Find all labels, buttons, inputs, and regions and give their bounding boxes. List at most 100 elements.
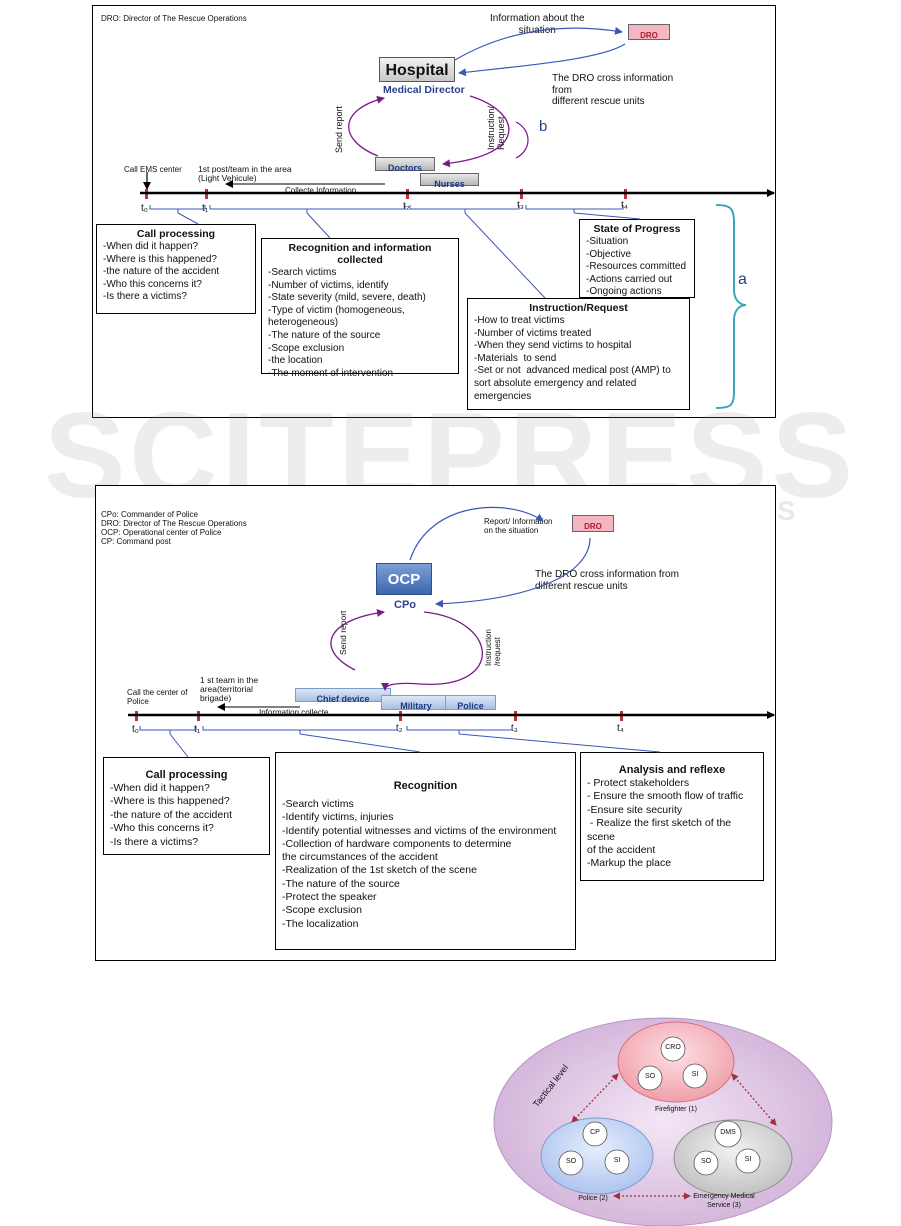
firefighter-circle [617, 1021, 735, 1103]
list-item: -Number of victims, identify [268, 279, 389, 291]
dro-box-1: DRO [628, 24, 670, 40]
call-processing-title-2: Call processing [145, 769, 228, 781]
call-processing-box-1: Call processing -When did it happen? -Wh… [96, 224, 256, 314]
list-item: -Number of victims treated [474, 327, 592, 339]
tick-label-t0-p2: t₀ [132, 724, 139, 735]
list-item: -When did it happen? [103, 241, 199, 252]
node-circle [582, 1121, 608, 1147]
list-item: -Markup the place [587, 857, 672, 870]
hospital-label: Hospital [385, 62, 449, 79]
ems-label: Emergency Medical Service (3) [693, 1193, 755, 1209]
interval-bracket-t1t2 [209, 205, 406, 213]
node-cro: CRO [665, 1044, 681, 1051]
list-item: -the nature of the accident [110, 808, 232, 821]
node-si-fire: SI [691, 1071, 699, 1078]
tick-label-t4-p1: t₄ [621, 200, 628, 211]
firefighter-label: Firefighter (1) [654, 1106, 697, 1113]
tick-label-t2-p1: t₂ [403, 201, 410, 212]
pointer-state [573, 212, 641, 220]
analysis-box: Analysis and reflexe - Protect stakehold… [580, 752, 764, 881]
link-fire-ems [731, 1073, 777, 1126]
nurses-label: Nurses [434, 179, 465, 189]
pointer-call-1 [177, 212, 199, 225]
recognition-box-2: Recognition -Search victims -Identify vi… [275, 752, 576, 950]
recognition-title-2: Recognition [393, 780, 458, 792]
b-bracket [515, 121, 529, 159]
first-post-label: 1st post/team in the area (Light Vehicul… [198, 164, 292, 183]
list-item: -Where is this happened? [103, 253, 217, 265]
list-item: emergencies [474, 390, 532, 402]
nurses-box: Nurses [420, 173, 479, 189]
list-item: -Resources committed [586, 261, 687, 273]
analysis-title: Analysis and reflexe [618, 764, 726, 776]
list-item: -State severity (mild, severe, death) [268, 292, 426, 304]
link-fire-police [571, 1073, 619, 1123]
call-processing-title-1: Call processing [136, 228, 216, 240]
interval-bracket-t2t3-p2 [406, 726, 513, 734]
send-report-arc-1 [348, 95, 385, 157]
ocp-box: OCP [376, 563, 432, 595]
pointer-analysis [458, 733, 661, 753]
node-circle [558, 1150, 584, 1176]
list-item: -Scope exclusion [268, 342, 345, 354]
info-collecte-label: Information collecte [259, 708, 329, 717]
node-circle [660, 1036, 686, 1062]
list-item: - Ensure the smooth flow of traffic [587, 790, 744, 803]
node-circle [637, 1065, 663, 1091]
dro-back-arrow-1 [458, 43, 626, 77]
node-so-ems: SO [700, 1158, 712, 1165]
node-circle [693, 1150, 719, 1176]
dro-label-1: DRO [640, 31, 658, 40]
call-processing-box-2: Call processing -When did it happen? -Wh… [103, 757, 270, 855]
list-item: -Objective [586, 248, 632, 260]
list-item: -Type of victim (homogeneous, [268, 304, 405, 316]
police-label: Police [457, 701, 484, 711]
dro-back-arrow-2 [435, 537, 591, 608]
state-progress-title: State of Progress [593, 223, 681, 235]
dro-label-2: DRO [584, 522, 602, 531]
call-ems-label: Call EMS center [124, 165, 182, 174]
legend-line: CPo: Commander of Police [101, 510, 198, 519]
list-item: -Protect the speaker [282, 891, 377, 904]
list-item: -Who this concerns it? [103, 278, 202, 290]
chief-device-box: Chief device [295, 688, 391, 704]
node-so-fire: SO [644, 1073, 656, 1080]
pointer-call-2 [169, 733, 189, 758]
tick-label-t1-p2: t₁ [194, 724, 201, 735]
info-arrow-2 [409, 506, 544, 561]
interval-bracket-t0t1-p2 [139, 726, 197, 734]
police-label: Police (2) [578, 1195, 608, 1202]
b-label: b [539, 118, 548, 135]
list-item: -the location [268, 355, 323, 367]
node-circle [682, 1063, 708, 1089]
first-team-label: 1 st team in the area(territorial brigad… [200, 675, 259, 703]
list-item: -Situation [586, 236, 629, 247]
medical-director-label: Medical Director [383, 84, 465, 96]
instruction-arc-1 [442, 95, 510, 168]
list-item: -Realization of the 1st sketch of the sc… [282, 864, 477, 877]
list-item: -Is there a victims? [103, 291, 187, 303]
list-item: -Search victims [268, 267, 337, 278]
doctors-label: Doctors [387, 163, 422, 173]
list-item: -The localization [282, 917, 359, 930]
list-item: -Materials to send [474, 352, 557, 364]
report-info-text: Report/ Information on the situation [484, 517, 553, 535]
pointer-recognition-2 [299, 733, 421, 753]
collecte-info-label: Collecte Information [285, 186, 357, 195]
interval-bracket-t1t2-p2 [202, 726, 398, 734]
legend-panel2: CPo: Commander of Police DRO: Director o… [101, 510, 247, 546]
list-item: - Protect stakeholders [587, 777, 690, 789]
tick-label-t2-p2: t₂ [396, 723, 403, 734]
interval-bracket-t0t1 [149, 205, 206, 213]
node-so-police: SO [565, 1158, 577, 1165]
list-item: -When they send victims to hospital [474, 340, 632, 352]
police-box: Police [445, 695, 496, 711]
list-item: -How to treat victims [474, 315, 565, 326]
doctors-box: Doctors [375, 157, 435, 173]
legend-line: DRO: Director of The Rescue Operations [101, 519, 247, 528]
call-center-label: Call the center of Police [127, 688, 188, 706]
list-item: -The moment of intervention [268, 367, 394, 379]
instruction-title: Instruction/Request [529, 302, 628, 314]
chief-device-label: Chief device [316, 694, 370, 704]
